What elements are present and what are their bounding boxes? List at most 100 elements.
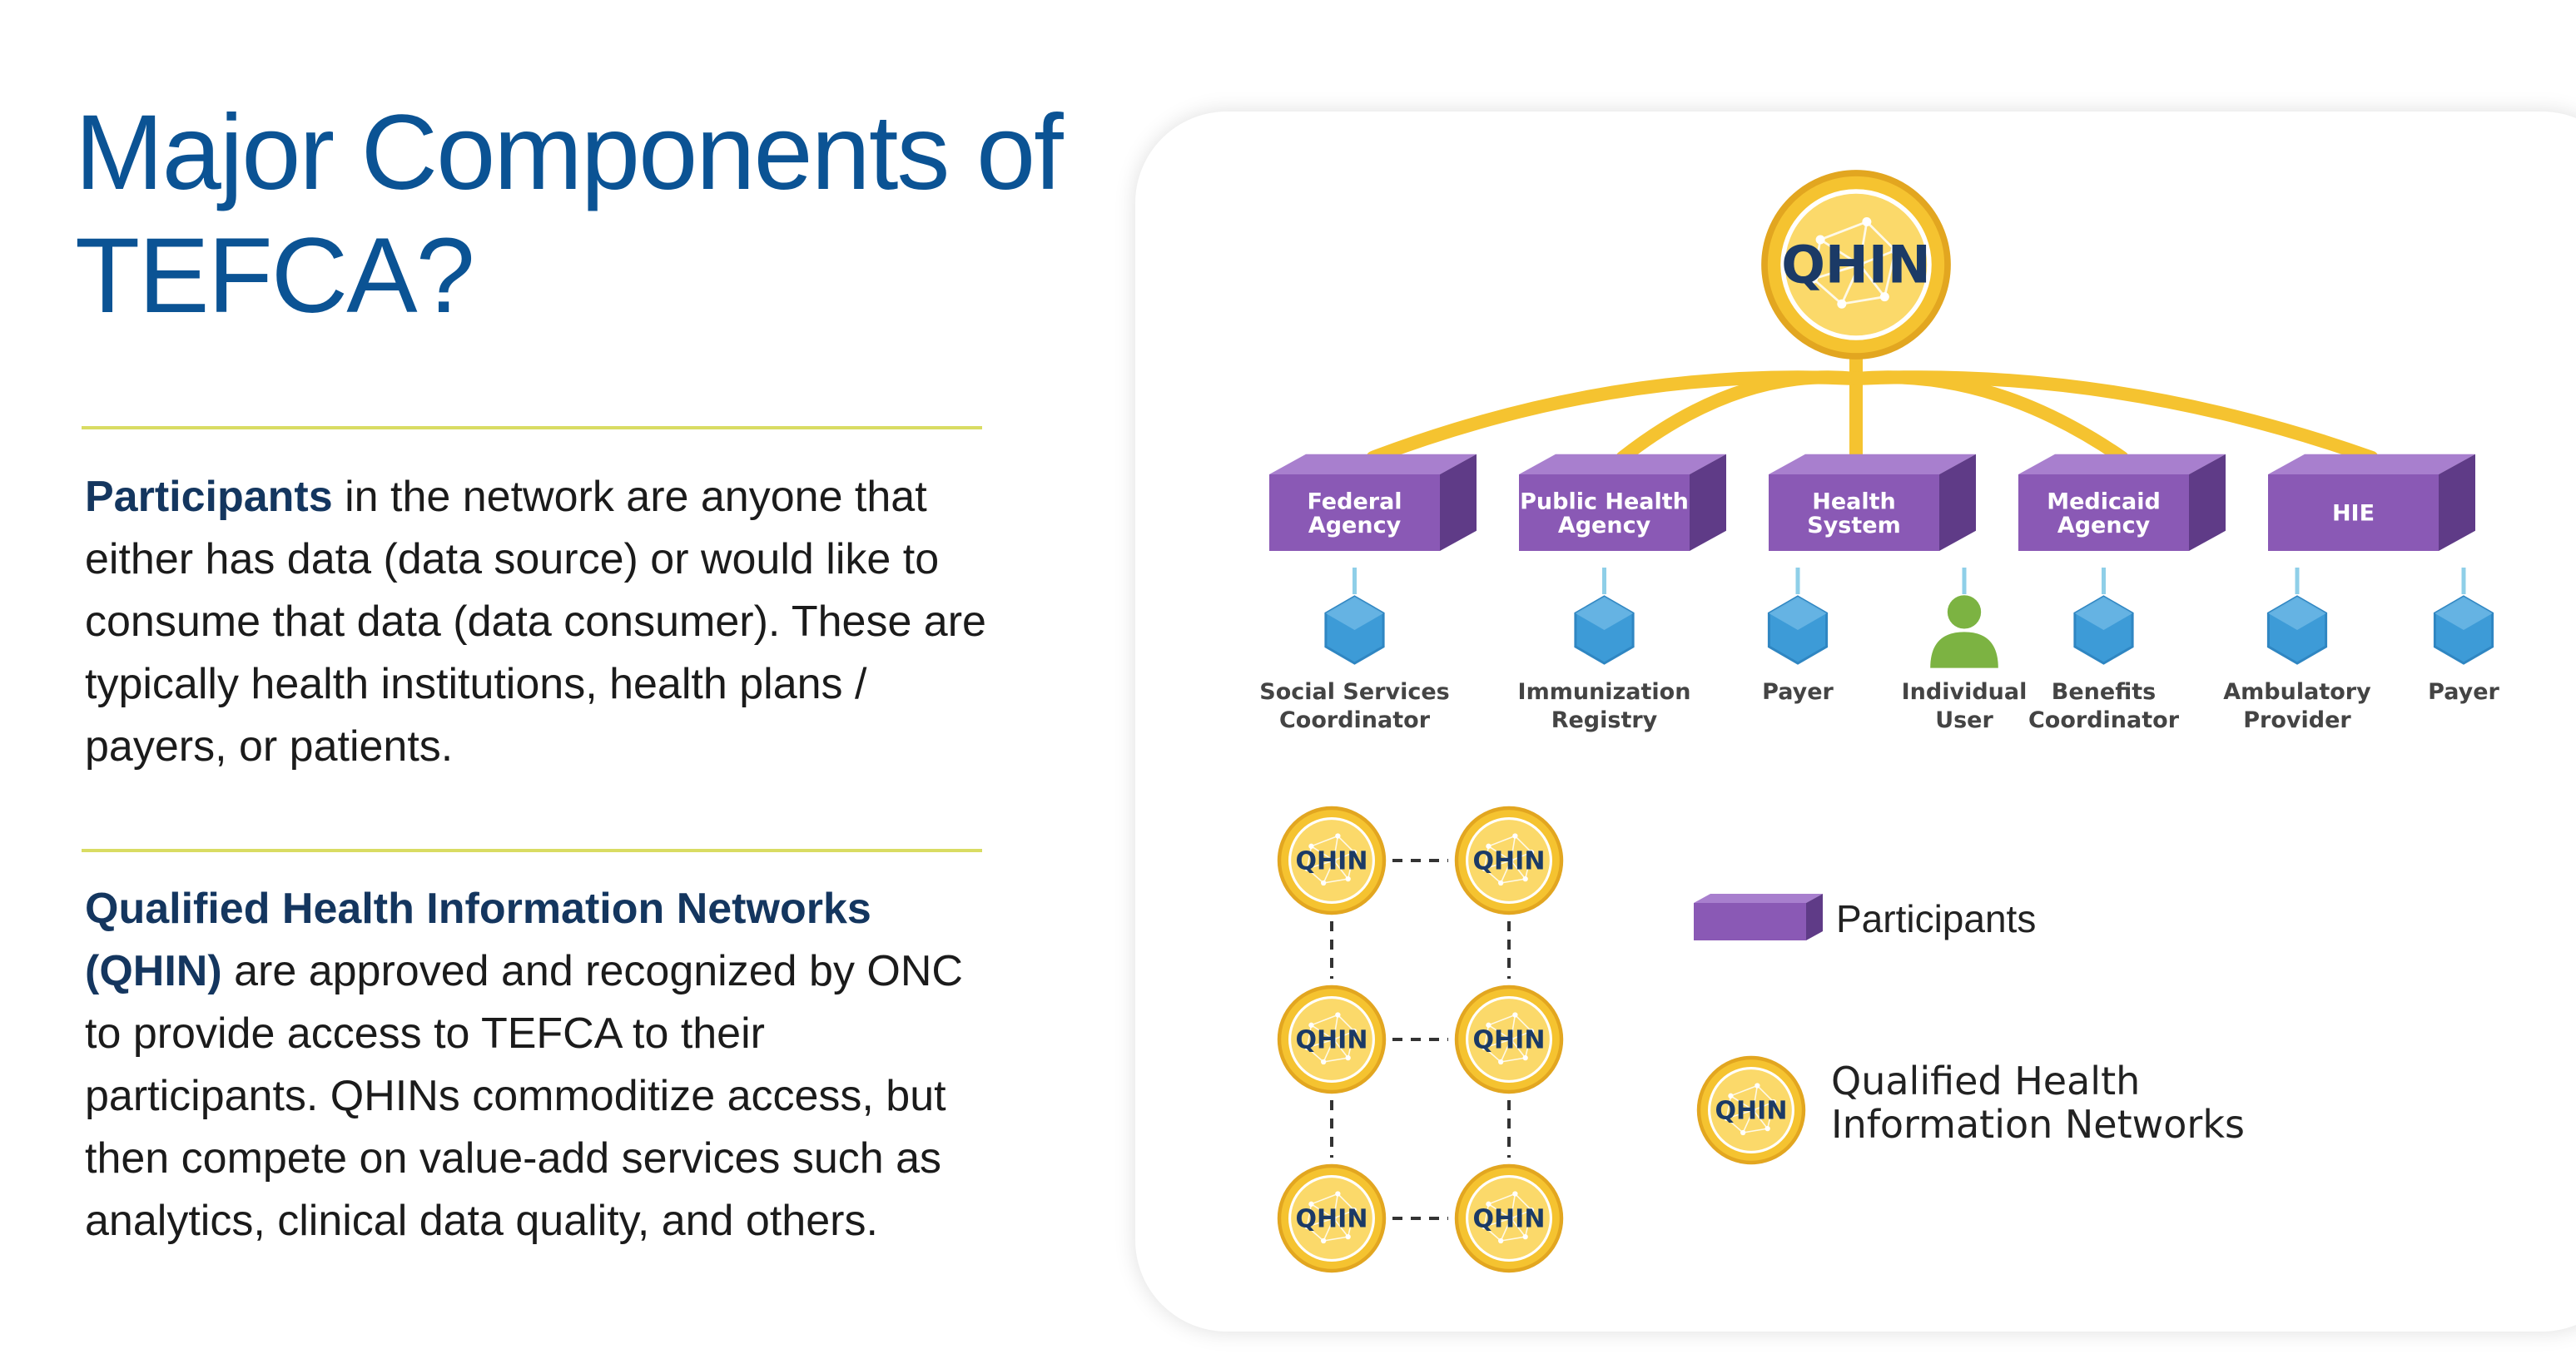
hexagon-icon bbox=[1574, 595, 1635, 665]
qhin-web-line bbox=[1514, 1193, 1532, 1211]
qhin-web-line bbox=[1514, 1014, 1532, 1032]
connector-arc bbox=[1366, 370, 1863, 464]
qhin-web-dot bbox=[1331, 1036, 1337, 1043]
qhin-web-line bbox=[1488, 1024, 1511, 1040]
qhin-web-line bbox=[1323, 860, 1335, 884]
qhin-web-line bbox=[1510, 1193, 1516, 1219]
qhin-node-label: QHIN bbox=[1296, 1205, 1368, 1234]
qhin-web-dot bbox=[1890, 246, 1900, 255]
participant-label-line: Health bbox=[1812, 489, 1896, 515]
qhin-web-line bbox=[1333, 1030, 1355, 1040]
qhin-web-line bbox=[1500, 1039, 1512, 1063]
box-side-face bbox=[2189, 454, 2226, 551]
qhin-description: are approved and recognized by ONC to pr… bbox=[85, 947, 963, 1245]
qhin-web-line bbox=[1337, 1014, 1355, 1032]
qhin-web-line bbox=[1323, 1218, 1335, 1242]
qhin-web-line bbox=[1323, 1236, 1348, 1242]
qhin-web-line bbox=[1510, 1039, 1526, 1059]
qhin-web-line bbox=[1347, 1209, 1355, 1238]
legend-qhin-label-line: Information Networks bbox=[1831, 1102, 2245, 1147]
qhin-term: Qualified Health Information Networks (Q… bbox=[85, 885, 871, 995]
qhin-web-line bbox=[1510, 1218, 1526, 1238]
qhin-web-line bbox=[1514, 835, 1532, 853]
qhin-web-line bbox=[1501, 1057, 1526, 1063]
qhin-web-dot bbox=[1512, 1012, 1518, 1018]
top-qhin-node: QHIN bbox=[1761, 170, 1951, 360]
qhin-web-line bbox=[1323, 1057, 1348, 1063]
network-qhin-node: QHIN bbox=[1454, 806, 1564, 915]
qhin-web-dot bbox=[1335, 833, 1341, 839]
connection-label-line: Coordinator bbox=[2028, 707, 2180, 733]
qhin-web-line bbox=[1725, 1095, 1732, 1118]
qhin-web-line bbox=[1840, 264, 1861, 305]
qhin-web-dot bbox=[1321, 1059, 1327, 1065]
qhin-web-dot bbox=[1512, 833, 1518, 839]
qhin-web-dot bbox=[1335, 1012, 1341, 1018]
hexagon-icon bbox=[1324, 595, 1385, 665]
qhin-web-dot bbox=[1862, 217, 1872, 227]
qhin-web-line bbox=[1883, 250, 1897, 297]
qhin-web-dot bbox=[1508, 1036, 1514, 1043]
qhin-web-line bbox=[1726, 1109, 1754, 1119]
connector-arc bbox=[1616, 370, 1863, 464]
qhin-web-line bbox=[1819, 238, 1861, 266]
participant-label-line: System bbox=[1807, 513, 1900, 538]
legend-participants-label: Participants bbox=[1836, 897, 2036, 940]
participants-term: Participants bbox=[85, 473, 333, 521]
qhin-web-line bbox=[1333, 1218, 1349, 1238]
qhin-web-line bbox=[1307, 1218, 1334, 1228]
qhin-web-line bbox=[1753, 1101, 1774, 1111]
qhin-web-dot bbox=[1351, 1208, 1357, 1213]
qhin-network-grid bbox=[1330, 859, 1511, 1220]
slide-title: Major Components of TEFCA? bbox=[75, 93, 1064, 335]
participant-label: HIE bbox=[2332, 501, 2375, 527]
qhin-web-dot bbox=[1486, 843, 1491, 849]
qhin-web-dot bbox=[1498, 1059, 1504, 1065]
qhin-web-line bbox=[1730, 1084, 1758, 1097]
qhin-web-line bbox=[1766, 1101, 1774, 1129]
qhin-web-line bbox=[1859, 264, 1886, 298]
qhin-web-dot bbox=[1331, 857, 1337, 864]
qhin-node-label: QHIN bbox=[1473, 1205, 1546, 1234]
qhin-web-line bbox=[1725, 1118, 1744, 1133]
qhin-web-dot bbox=[1528, 850, 1535, 856]
connection-label-line: Registry bbox=[1551, 707, 1658, 733]
person-icon bbox=[1930, 595, 1998, 668]
box-side-face bbox=[1806, 894, 1823, 940]
box-top-face bbox=[1519, 454, 1726, 474]
qhin-web-line bbox=[1333, 1193, 1339, 1219]
qhin-web-line bbox=[1511, 851, 1532, 861]
participant-label-line: Federal bbox=[1307, 489, 1402, 515]
qhin-web-dot bbox=[1508, 857, 1514, 864]
connector-arc bbox=[1849, 370, 2379, 464]
qhin-web-dot bbox=[1486, 1201, 1491, 1207]
qhin-web-line bbox=[1483, 868, 1501, 884]
qhin-web-line bbox=[1510, 836, 1516, 861]
qhin-web-dot bbox=[1512, 1191, 1518, 1197]
qhin-web-line bbox=[1819, 221, 1868, 241]
qhin-web-line bbox=[1752, 1109, 1769, 1129]
connection-label-line: Immunization bbox=[1518, 679, 1691, 705]
qhin-web-line bbox=[1306, 868, 1324, 884]
qhin-web-dot bbox=[1351, 1029, 1357, 1034]
qhin-web-dot bbox=[1482, 866, 1487, 871]
hexagon-highlight bbox=[2268, 597, 2326, 630]
qhin-web-line bbox=[1812, 278, 1843, 305]
qhin-web-line bbox=[1524, 1030, 1532, 1059]
qhin-node-label: QHIN bbox=[1781, 235, 1931, 295]
qhin-web-dot bbox=[1528, 1208, 1535, 1213]
qhin-web-dot bbox=[1331, 1215, 1337, 1222]
divider-rule bbox=[82, 849, 982, 852]
participants-description: in the network are anyone that either ha… bbox=[85, 473, 986, 771]
divider-rule bbox=[82, 426, 982, 429]
connection-label-line: Ambulatory bbox=[2223, 679, 2371, 705]
qhin-web-dot bbox=[1321, 1238, 1327, 1244]
legend-participant-box bbox=[1694, 894, 1823, 940]
qhin-web-dot bbox=[1345, 1054, 1351, 1061]
qhin-web-dot bbox=[1755, 1083, 1760, 1089]
qhin-web-line bbox=[1333, 1209, 1355, 1219]
qhin-web-line bbox=[1488, 1203, 1511, 1219]
